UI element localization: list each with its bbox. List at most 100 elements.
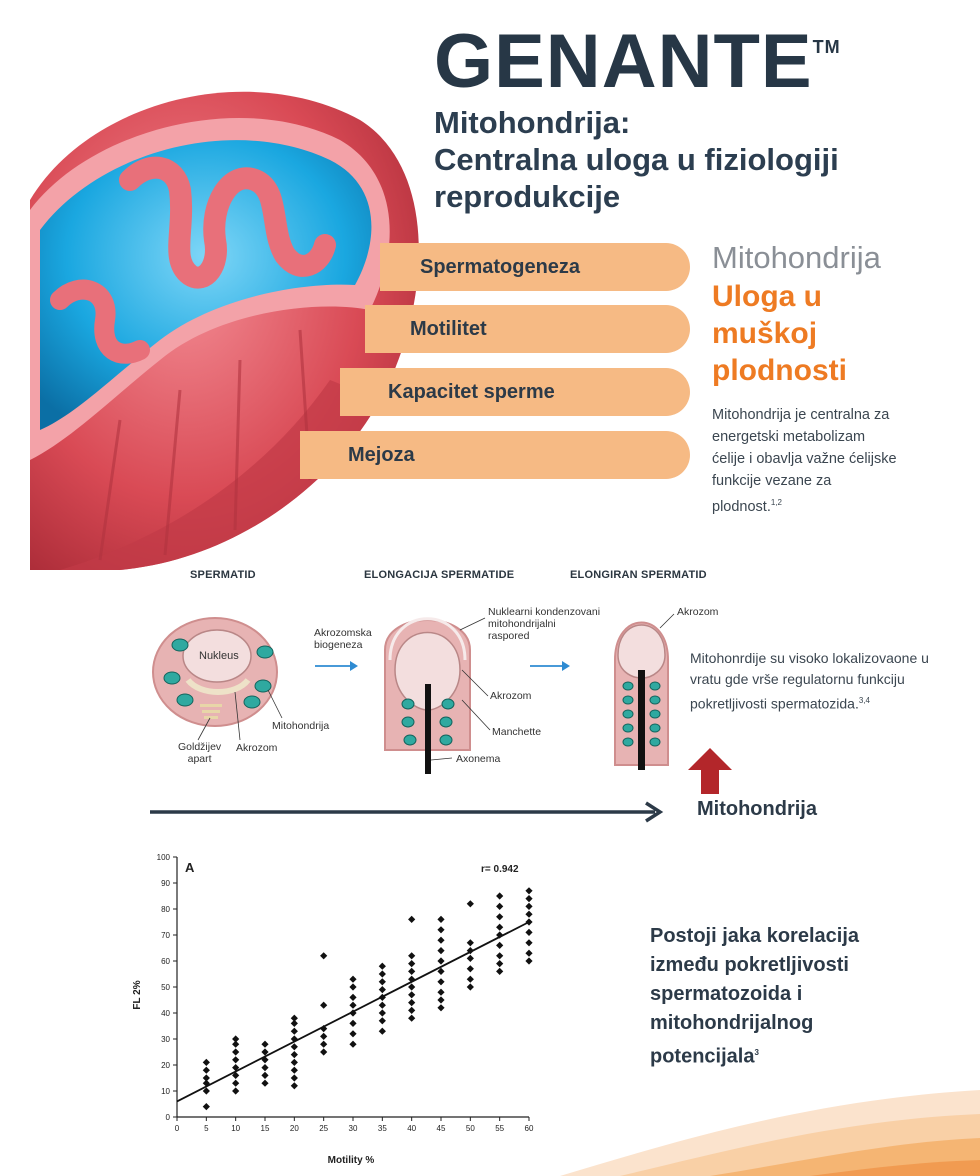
stage-title-elongated: ELONGIRAN SPERMATID	[570, 569, 707, 581]
data-point	[378, 1009, 386, 1017]
data-point	[525, 949, 533, 957]
data-point	[349, 1019, 357, 1027]
data-point	[290, 1074, 298, 1082]
label-biogenesis-line: biogeneza	[314, 639, 363, 651]
data-point	[496, 892, 504, 900]
data-point	[378, 1017, 386, 1025]
data-point	[290, 1027, 298, 1035]
trend-line	[176, 921, 530, 1103]
conclusion-text: Postoji jaka korelacija između pokretlji…	[650, 925, 859, 1068]
data-point	[202, 1103, 210, 1111]
process-arrow-icon	[150, 801, 664, 823]
data-point	[202, 1066, 210, 1074]
data-point	[437, 957, 445, 965]
data-point	[349, 993, 357, 1001]
chart-x-axis-label: Motility %	[328, 1155, 375, 1166]
data-point	[525, 928, 533, 936]
data-point	[525, 957, 533, 965]
data-point	[290, 1058, 298, 1066]
role-pill-spermatogeneza: Spermatogeneza	[380, 243, 690, 291]
reference-mark: 1,2	[770, 498, 782, 507]
label-golgi: Goldžijev apart	[178, 741, 221, 765]
data-point	[378, 962, 386, 970]
data-point	[349, 1001, 357, 1009]
data-point	[496, 952, 504, 960]
note-text: Mitohonrdije su visoko lokalizovaone u v…	[690, 650, 929, 712]
data-point	[437, 915, 445, 923]
data-point	[496, 960, 504, 968]
side-body-text: Mitohondrija je centralna za energetski …	[712, 407, 897, 515]
decorative-swirl	[560, 1090, 980, 1176]
stage-title-elongation: ELONGACIJA SPERMATIDE	[364, 569, 515, 581]
headline-line: Centralna uloga u fiziologiji	[434, 142, 839, 177]
data-point	[408, 915, 416, 923]
x-tick-label: 60	[525, 1124, 534, 1133]
y-tick-label: 90	[161, 879, 170, 888]
y-tick-label: 30	[161, 1035, 170, 1044]
data-point	[378, 986, 386, 994]
label-acrosome-3: Akrozom	[677, 606, 719, 618]
mitochondria-arrow-label: Mitohondrija	[697, 798, 817, 820]
label-nuclear-line: mitohondrijalni	[488, 618, 556, 630]
data-point	[408, 999, 416, 1007]
x-tick-label: 35	[378, 1124, 387, 1133]
data-point	[466, 975, 474, 983]
data-point	[408, 967, 416, 975]
data-point	[320, 1048, 328, 1056]
label-mitochondria: Mitohondrija	[272, 720, 330, 732]
side-title-line: plodnosti	[712, 354, 847, 387]
correlation-conclusion: Postoji jaka korelacija između pokretlji…	[650, 922, 920, 1072]
data-point	[349, 1030, 357, 1038]
data-point	[202, 1079, 210, 1087]
side-panel-subtitle: Mitohondrija	[712, 240, 881, 275]
data-point	[261, 1064, 269, 1072]
data-point	[232, 1071, 240, 1079]
data-point	[290, 1043, 298, 1051]
data-point	[290, 1082, 298, 1090]
data-point	[232, 1056, 240, 1064]
role-pill-motilitet: Motilitet	[365, 305, 690, 353]
spermatid-diagram	[152, 613, 675, 774]
side-panel-body: Mitohondrija je centralna za energetski …	[712, 404, 902, 518]
y-tick-label: 10	[161, 1087, 170, 1096]
data-point	[232, 1035, 240, 1043]
stage-title-spermatid: SPERMATID	[190, 569, 256, 581]
chart-annotation: r= 0.942	[481, 864, 519, 875]
role-label: Motilitet	[410, 318, 487, 340]
data-point	[408, 991, 416, 999]
data-point	[408, 1014, 416, 1022]
side-panel-title: Uloga u muškoj plodnosti	[712, 278, 912, 389]
label-biogenesis-line: Akrozomska	[314, 627, 372, 639]
data-point	[290, 1051, 298, 1059]
data-point	[290, 1066, 298, 1074]
x-tick-label: 10	[231, 1124, 240, 1133]
y-tick-label: 20	[161, 1061, 170, 1070]
y-tick-label: 60	[161, 957, 170, 966]
x-tick-label: 20	[290, 1124, 299, 1133]
data-point	[349, 983, 357, 991]
data-point	[466, 900, 474, 908]
page-headline: Mitohondrija: Centralna uloga u fiziolog…	[434, 104, 934, 215]
data-point	[349, 975, 357, 983]
data-point	[202, 1058, 210, 1066]
data-point	[408, 960, 416, 968]
y-tick-label: 40	[161, 1009, 170, 1018]
data-point	[525, 902, 533, 910]
data-point	[290, 1014, 298, 1022]
chart-trendline	[176, 921, 530, 1103]
side-title-line: Uloga u	[712, 280, 822, 313]
data-point	[408, 983, 416, 991]
x-tick-label: 25	[319, 1124, 328, 1133]
data-point	[437, 996, 445, 1004]
data-point	[378, 978, 386, 986]
data-point	[525, 910, 533, 918]
side-title-line: muškoj	[712, 317, 818, 350]
label-acrosome: Akrozom	[236, 742, 278, 754]
reference-mark: 3,4	[858, 696, 870, 705]
label-axoneme: Axonema	[456, 753, 501, 765]
data-point	[437, 978, 445, 986]
data-point	[437, 947, 445, 955]
data-point	[320, 1001, 328, 1009]
data-point	[466, 954, 474, 962]
